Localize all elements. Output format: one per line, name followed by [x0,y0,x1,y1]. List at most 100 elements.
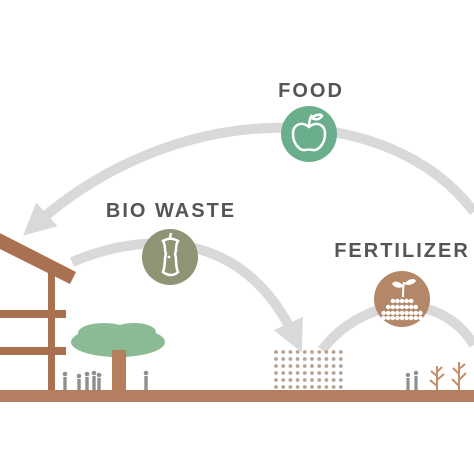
compost-pellet [408,298,414,304]
seed-dot [310,357,314,361]
compost-pile-icon [381,279,423,321]
seed-dot [281,364,286,368]
bio-waste-label: BIO WASTE [106,200,236,222]
seed-dot [295,350,300,354]
people-group-right-icon [405,370,419,390]
seed-dot [310,350,314,354]
seed-dot [274,350,278,354]
compost-pellet [418,315,423,321]
seed-dot [295,385,300,389]
seed-dot [324,385,329,389]
food-label: FOOD [278,80,344,102]
compost-pellet [408,310,414,316]
seed-dot [288,350,293,354]
seed-dot [295,357,300,361]
compost-pellet [399,310,405,316]
seed-dot [331,364,336,368]
seed-dot [310,385,314,389]
seed-dot [295,378,300,382]
compost-pellet [395,304,400,310]
seed-dot [302,371,307,375]
food-node: FOOD [278,80,344,162]
food-circle [281,106,337,162]
tree-icon [71,323,165,392]
seed-dot [302,364,307,368]
compost-pellet [399,298,405,304]
seed-dot [274,385,278,389]
seed-dot [331,371,336,375]
compost-pellet [390,304,396,310]
seed-dot [274,357,278,361]
compost-pellet [395,298,400,304]
seed-dot [281,385,286,389]
compost-pellet [404,310,409,316]
seed-dot [274,378,278,382]
plants-icon [429,362,467,390]
seed-dot [310,364,314,368]
seed-dot [324,371,329,375]
people-group-left-icon [62,370,149,390]
seed-dot [324,378,329,382]
compost-pellet [404,304,409,310]
seed-dots-grid [274,350,343,389]
compost-pellet [404,315,409,321]
compost-pellet [381,310,386,316]
seed-dot [288,357,293,361]
seed-dot [317,350,322,354]
compost-pellet [385,304,391,310]
compost-pellet [408,315,414,321]
seed-dot [317,385,322,389]
seed-dot [317,364,322,368]
seed-dot [281,378,286,382]
compost-pellet [408,304,414,310]
seed-dot [302,378,307,382]
seed-dot [331,385,336,389]
fertilizer-node: FERTILIZER [334,240,470,327]
seed-dot [324,364,329,368]
seed-dot [324,350,329,354]
fertilizer-label: FERTILIZER [334,240,470,262]
compost-pellet [390,298,396,304]
seed-dot [331,357,336,361]
biowaste-to-soil-arrow [70,238,303,353]
seed-dot [274,364,278,368]
compost-pellet [395,310,400,316]
seed-dot [302,385,307,389]
seed-dot [331,378,336,382]
seed-dot [317,371,322,375]
compost-pellet [385,310,391,316]
compost-pellet [413,315,419,321]
seed-dot [317,378,322,382]
seed-dot [281,371,286,375]
compost-pellet [413,304,419,310]
compost-pellet [390,315,396,321]
seed-dot [338,357,343,361]
compost-pellet [381,315,386,321]
compost-pellet [399,304,405,310]
seed-dot [302,357,307,361]
compost-pellet [404,298,409,304]
compost-pellet [413,310,419,316]
compost-pellet [395,315,400,321]
seed-dot [281,357,286,361]
seed-dot [274,371,278,375]
seed-dot [324,357,329,361]
seed-dot [331,350,336,354]
house-icon [0,233,76,390]
seed-dot [317,357,322,361]
seed-dot [338,364,343,368]
seed-dot [295,364,300,368]
seed-dot [302,350,307,354]
seed-dot [281,350,286,354]
seed-dot [338,371,343,375]
seed-dot [338,385,343,389]
food-to-house-arrow [23,122,474,236]
compost-pellet [399,315,405,321]
apple-core-icon [161,232,180,277]
compost-pellet [385,315,391,321]
seed-dot [338,350,343,354]
seed-dot [295,371,300,375]
seed-dot [288,385,293,389]
